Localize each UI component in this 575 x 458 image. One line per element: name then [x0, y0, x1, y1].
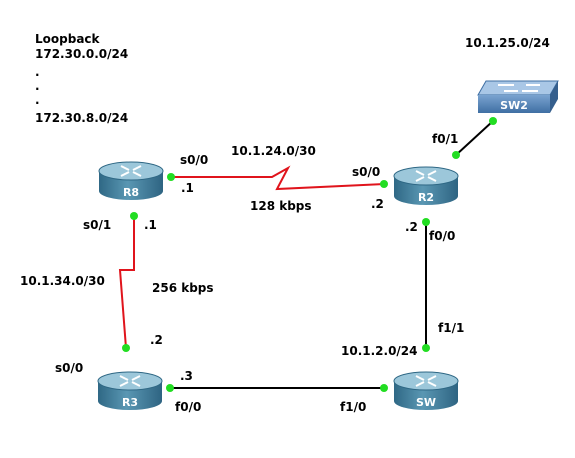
- router-arrows-icon: [415, 170, 437, 182]
- ethernet-link-r2-sw2: [455, 120, 494, 156]
- port-r8-s0-0: [167, 173, 175, 181]
- r8-r3-network: 10.1.34.0/30: [20, 274, 105, 288]
- router-r3-label: R3: [122, 396, 138, 409]
- serial-link-r8-r2: [171, 165, 385, 191]
- sw-f1-0-label: f1/0: [340, 400, 366, 414]
- loopback-dot: .: [35, 65, 40, 79]
- port-r2-f0-0: [422, 218, 430, 226]
- loopback-dot: .: [35, 93, 40, 107]
- r8-s0-1-host: .1: [144, 218, 157, 232]
- router-sw[interactable]: SW: [393, 371, 459, 410]
- r8-s0-1-label: s0/1: [83, 218, 111, 232]
- port-sw-f1-0: [380, 384, 388, 392]
- router-sw-label: SW: [416, 396, 436, 409]
- port-sw-f1-1: [422, 344, 430, 352]
- r2-f0-0-host: .2: [405, 220, 418, 234]
- r2-f0-0-label: f0/0: [429, 229, 455, 243]
- router-r8-label: R8: [123, 186, 139, 199]
- port-r3-f0-0: [166, 384, 174, 392]
- loopback-annotation: Loopback 172.30.0.0/24 . . . 172.30.8.0/…: [35, 32, 128, 125]
- router-arrows-icon: [119, 375, 141, 387]
- r2-s0-0-host: .2: [371, 197, 384, 211]
- switch-sw2-label: SW2: [500, 99, 528, 112]
- port-sw2: [489, 117, 497, 125]
- port-r2-s0-0: [380, 180, 388, 188]
- r3-s0-0-label: s0/0: [55, 361, 83, 375]
- port-r3-s0-0: [122, 344, 130, 352]
- r8-r2-network: 10.1.24.0/30: [231, 144, 316, 158]
- switch-arrows-icon: [498, 84, 540, 92]
- router-r3[interactable]: R3: [97, 371, 163, 410]
- r3-s0-0-host: .2: [150, 333, 163, 347]
- port-r2-f0-1: [452, 151, 460, 159]
- loopback-title: Loopback: [35, 32, 101, 46]
- port-r8-s0-1: [130, 212, 138, 220]
- r3-f0-0-host: .3: [180, 369, 193, 383]
- serial-link-r8-r3: [118, 216, 135, 349]
- router-r2-label: R2: [418, 191, 434, 204]
- r2-s0-0-label: s0/0: [352, 165, 380, 179]
- r8-s0-0-host: .1: [181, 181, 194, 195]
- r3-f0-0-label: f0/0: [175, 400, 201, 414]
- sw-f1-1-label: f1/1: [438, 321, 464, 335]
- r8-s0-0-label: s0/0: [180, 153, 208, 167]
- loopback-dot: .: [35, 79, 40, 93]
- router-r8[interactable]: R8: [98, 161, 164, 200]
- router-arrows-icon: [120, 165, 142, 177]
- switch-sw2[interactable]: SW2: [477, 80, 559, 113]
- r2-f0-1-label: f0/1: [432, 132, 458, 146]
- r8-r2-speed: 128 kbps: [250, 199, 312, 213]
- loopback-first: 172.30.0.0/24: [35, 47, 128, 61]
- router-r2[interactable]: R2: [393, 166, 459, 205]
- r2-sw2-network: 10.1.25.0/24: [465, 36, 550, 50]
- r3-sw-network: 10.1.2.0/24: [341, 344, 418, 358]
- port-indicators: [122, 117, 497, 392]
- loopback-last: 172.30.8.0/24: [35, 111, 128, 125]
- router-arrows-icon: [415, 375, 437, 387]
- r8-r3-speed: 256 kbps: [152, 281, 214, 295]
